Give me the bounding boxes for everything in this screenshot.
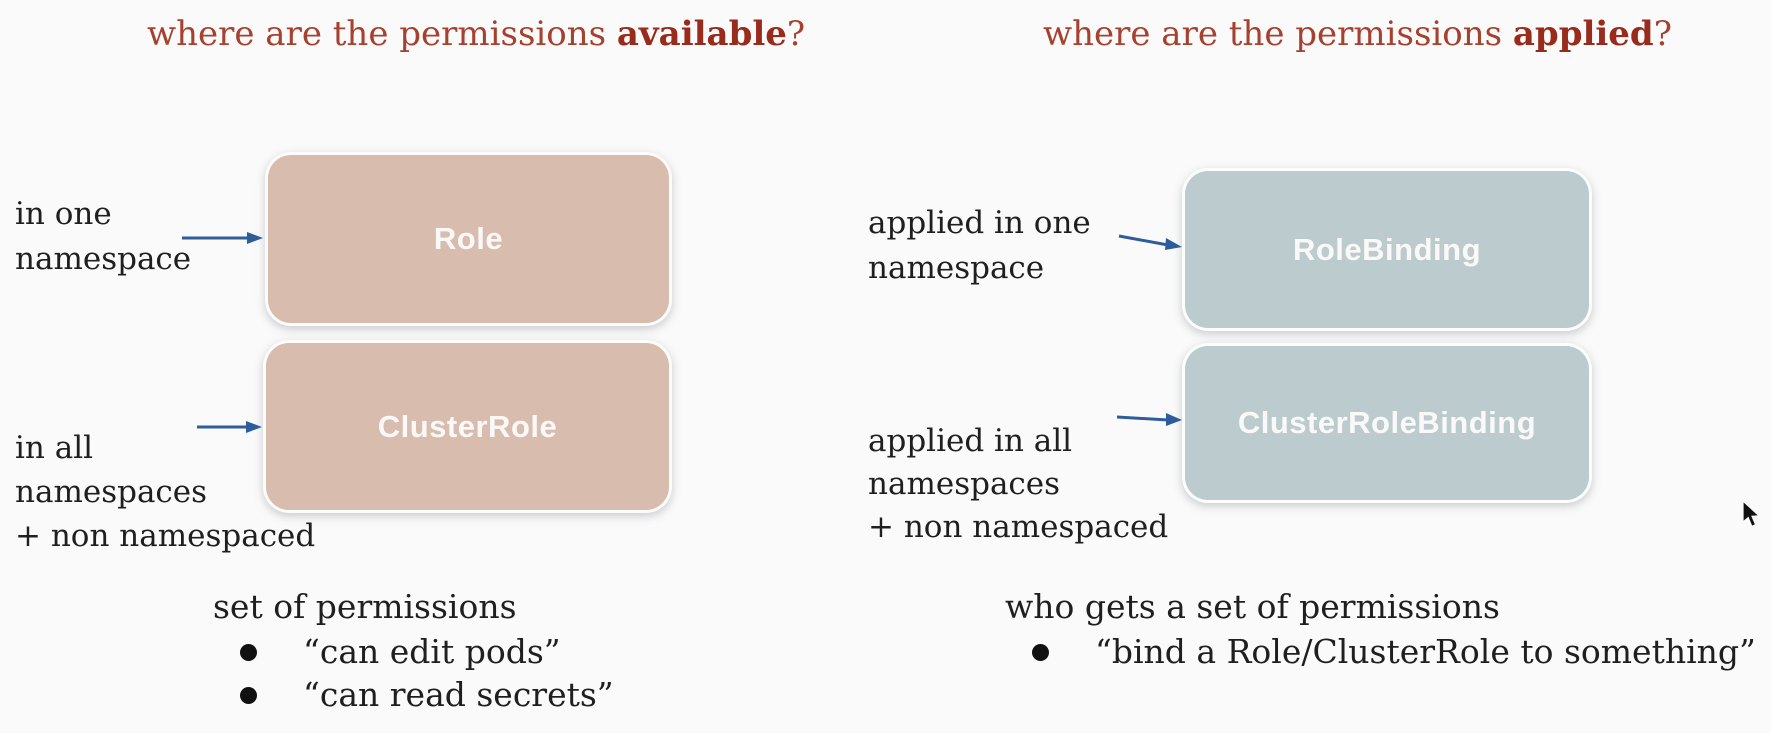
right-summary-bullet: “bind a Role/ClusterRole to something”	[1095, 632, 1756, 671]
note-applied-in-one-namespace: applied in one namespace	[868, 201, 1091, 291]
role-box-label: Role	[433, 221, 504, 256]
right-summary-title: who gets a set of permissions	[1005, 587, 1500, 626]
arrow-to-rolebinding-icon	[1118, 234, 1182, 250]
note-line: + non namespaced	[15, 518, 316, 554]
question-applied-suffix: ?	[1653, 14, 1672, 54]
left-summary-bullet: “can edit pods”	[303, 632, 561, 671]
note-line: in all	[15, 430, 94, 466]
left-summary-bullet: “can read secrets”	[303, 675, 614, 714]
rolebinding-box: RoleBinding	[1182, 168, 1592, 331]
clusterrolebinding-box-label: ClusterRoleBinding	[1237, 405, 1537, 440]
bullet-icon	[240, 687, 257, 704]
question-available-prefix: where are the permissions	[147, 14, 617, 54]
note-line: applied in one	[868, 205, 1091, 241]
arrow-to-role-icon	[182, 232, 263, 244]
clusterrolebinding-box: ClusterRoleBinding	[1182, 343, 1592, 503]
arrow-to-clusterrolebinding-icon	[1116, 413, 1182, 426]
note-line: + non namespaced	[868, 509, 1169, 545]
note-line: namespace	[868, 250, 1045, 286]
question-applied-emphasis: applied	[1512, 14, 1654, 54]
arrow-to-clusterrole-icon	[197, 421, 262, 433]
note-line: in one	[15, 196, 112, 232]
bullet-icon	[240, 644, 257, 661]
note-line: namespaces	[15, 474, 208, 510]
note-line: namespace	[15, 241, 192, 277]
question-applied-prefix: where are the permissions	[1043, 14, 1513, 54]
bullet-icon	[1032, 644, 1049, 661]
note-applied-in-all-namespaces: applied in all namespaces + non namespac…	[868, 420, 1168, 549]
question-available: where are the permissions available?	[147, 12, 805, 56]
clusterrole-box-label: ClusterRole	[377, 408, 558, 444]
note-in-one-namespace: in one namespace	[15, 192, 191, 282]
note-in-all-namespaces: in all namespaces + non namespaced	[15, 426, 315, 558]
rolebinding-box-label: RoleBinding	[1292, 231, 1482, 267]
question-available-emphasis: available	[616, 14, 787, 54]
question-available-suffix: ?	[786, 14, 806, 54]
note-line: namespaces	[868, 466, 1061, 502]
mouse-pointer-icon	[1742, 500, 1761, 528]
question-applied: where are the permissions applied?	[1043, 12, 1672, 56]
note-line: applied in all	[868, 423, 1073, 459]
left-summary-title: set of permissions	[213, 587, 517, 626]
clusterrole-box: ClusterRole	[263, 340, 672, 513]
role-box: Role	[265, 152, 672, 326]
